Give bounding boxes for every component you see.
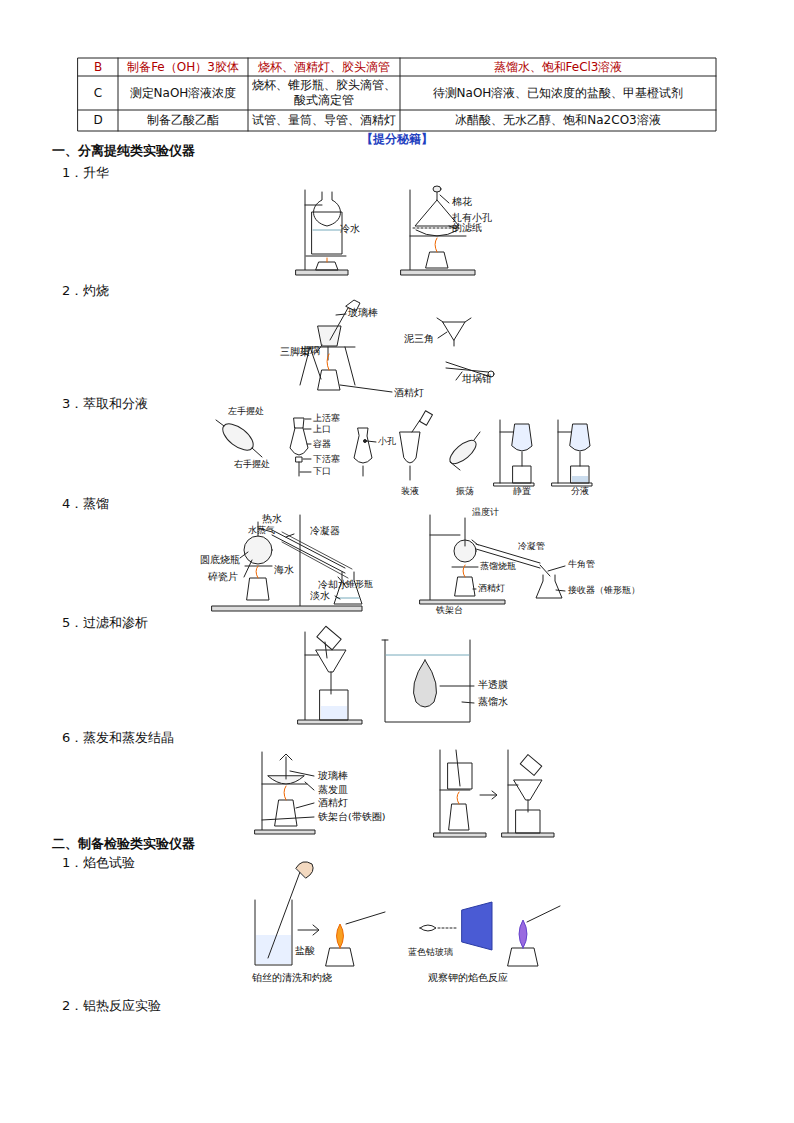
part-label: 热水	[262, 514, 282, 524]
part-label: 铁架台(带铁圈)	[318, 812, 385, 822]
table-cell: B	[78, 58, 118, 76]
part-label: 温度计	[472, 508, 499, 517]
table-cell: 制备乙酸乙酯	[118, 110, 248, 131]
part-label: 振荡	[456, 487, 474, 496]
part-label: 上口	[313, 425, 331, 434]
part-label: 下口	[313, 467, 331, 476]
section-heading: 6．蒸发和蒸发结晶	[62, 731, 174, 745]
part-label: 分液	[571, 487, 589, 496]
part-label: 右手握处	[234, 460, 270, 469]
part-label: 圆底烧瓶	[200, 555, 240, 565]
part-label: 半透膜	[478, 680, 508, 690]
part-label: 玻璃棒	[348, 308, 378, 318]
part-label: 玻璃棒	[318, 771, 348, 781]
part-label: 小孔	[378, 437, 396, 446]
table-cell: C	[78, 76, 118, 110]
table-cell: 试管、量筒、导管、酒精灯	[248, 110, 400, 131]
part-label: 三脚架	[280, 347, 310, 357]
part-label: 蒸馏水	[478, 697, 508, 707]
part-label: 水蒸气	[248, 526, 275, 535]
part-label: 蒸馏烧瓶	[480, 562, 516, 571]
part-label: 酒精灯	[394, 388, 424, 398]
table-cell: 待测NaOH溶液、已知浓度的盐酸、甲基橙试剂	[400, 76, 716, 110]
table-cell: 制备Fe（OH）3胶体	[118, 58, 248, 76]
table-cell: 测定NaOH溶液浓度	[118, 76, 248, 110]
part-label: 静置	[513, 487, 531, 496]
part-label: 冷却水	[318, 580, 348, 590]
section-heading: 5．过滤和渗析	[62, 616, 148, 630]
part-label: 蒸发皿	[318, 785, 348, 795]
section-heading: 3．萃取和分液	[62, 397, 148, 411]
section-heading: 2．灼烧	[62, 284, 109, 298]
table-cell: 蒸馏水、饱和FeCl3溶液	[400, 58, 716, 76]
part-label: 铁架台	[436, 606, 463, 615]
section-heading: 二、制备检验类实验仪器	[52, 837, 195, 851]
part-label: 棉花	[452, 197, 472, 207]
part-label: 下活塞	[313, 455, 340, 464]
part-label: 冷凝器	[310, 526, 340, 536]
part-label: 冷凝管	[518, 542, 545, 551]
table-cell: 冰醋酸、无水乙醇、饱和Na2CO3溶液	[400, 110, 716, 131]
section-heading: 一、分离提纯类实验仪器	[52, 144, 195, 158]
part-label: 淡水	[310, 591, 330, 601]
part-label: 牛角管	[568, 560, 595, 569]
table-cell: 烧杯、锥形瓶、胶头滴管、酸式滴定管	[248, 76, 400, 110]
part-label: 装液	[401, 487, 419, 496]
part-label: 铂丝的清洗和灼烧	[252, 973, 332, 983]
part-label: 观察钾的焰色反应	[428, 973, 508, 983]
section-heading: 【提分秘籍】	[361, 133, 433, 146]
section-heading: 2．铝热反应实验	[62, 999, 161, 1013]
part-label: 接收器（锥形瓶）	[568, 586, 640, 595]
part-label: 碎瓷片	[208, 572, 238, 582]
table-cell: 烧杯、酒精灯、胶头滴管	[248, 58, 400, 76]
part-label: 蓝色钴玻璃	[408, 948, 453, 957]
part-label: 酒精灯	[478, 584, 505, 593]
part-label: 盐酸	[295, 946, 315, 956]
table-cell: D	[78, 110, 118, 131]
part-label: 扎有小孔的滤纸	[452, 213, 498, 234]
part-label: 海水	[274, 565, 294, 575]
section-heading: 1．焰色试验	[62, 856, 135, 870]
part-label: 冷水	[340, 224, 360, 234]
part-label: 坩埚钳	[462, 374, 492, 384]
part-label: 泥三角	[404, 334, 434, 344]
part-label: 锥形瓶	[346, 580, 373, 589]
part-label: 上活塞	[313, 414, 340, 423]
part-label: 酒精灯	[318, 798, 348, 808]
section-heading: 1．升华	[62, 166, 109, 180]
section-heading: 4．蒸馏	[62, 497, 109, 511]
part-label: 左手握处	[228, 407, 264, 416]
part-label: 容器	[313, 440, 331, 449]
